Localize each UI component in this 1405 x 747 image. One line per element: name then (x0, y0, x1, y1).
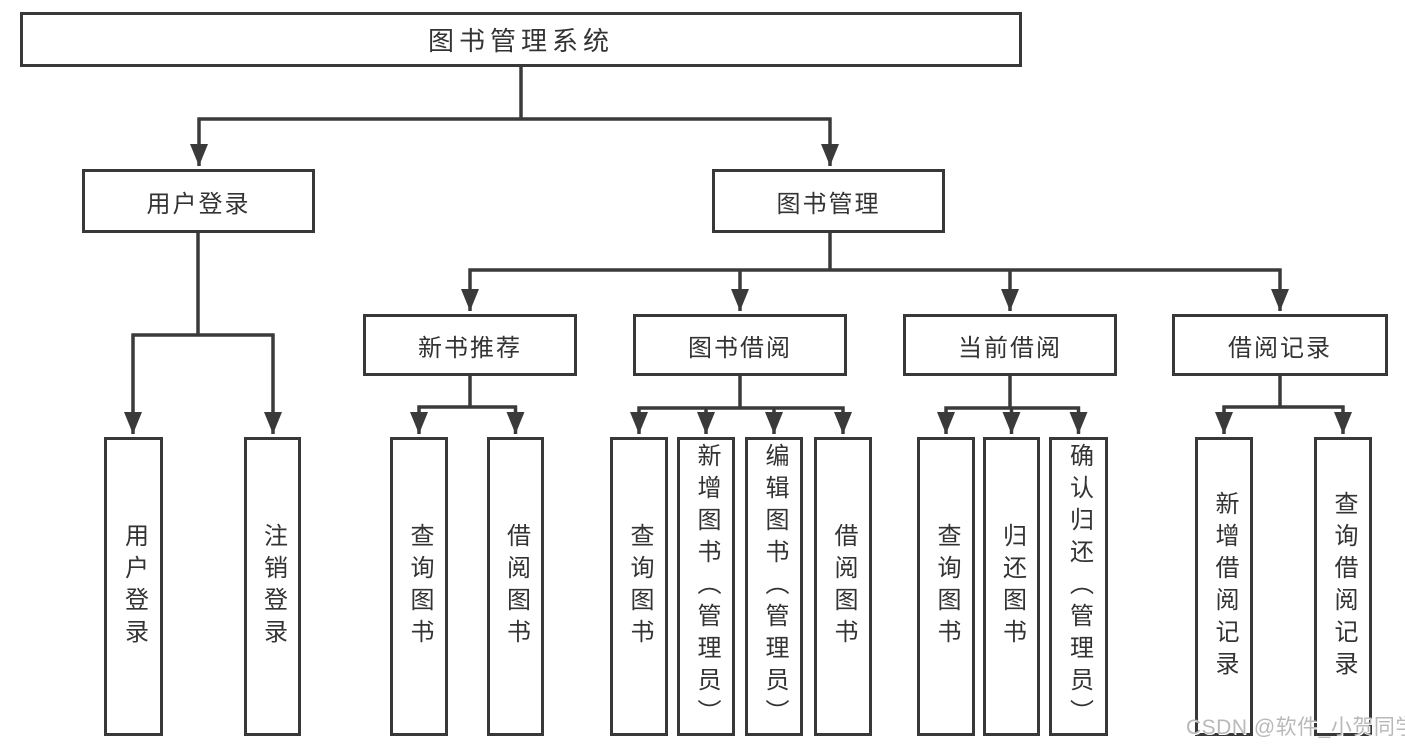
node-label: 图书管理系统 (427, 26, 614, 56)
leaf-user-login: 用户登录 (104, 437, 163, 736)
node-root-library-system: 图书管理系统 (20, 12, 1022, 67)
node-label: 用户登录 (146, 190, 251, 218)
leaf-query-borrow-record: 查询借阅记录 (1314, 437, 1372, 736)
node-label: 注销登录 (259, 522, 287, 651)
leaf-edit-book-admin: 编辑图书（管理员） (745, 437, 803, 736)
leaf-borrow-books-recommend: 借阅图书 (487, 437, 544, 736)
node-label: 当前借阅 (958, 334, 1062, 362)
node-book-management: 图书管理 (712, 169, 945, 233)
node-label: 查询借阅记录 (1330, 490, 1357, 683)
node-borrowing-records: 借阅记录 (1172, 314, 1388, 376)
node-current-borrowing: 当前借阅 (903, 314, 1117, 376)
leaf-logout: 注销登录 (244, 437, 301, 736)
node-new-book-recommend: 新书推荐 (363, 314, 577, 376)
leaf-query-books-current: 查询图书 (917, 437, 975, 736)
csdn-watermark: CSDN @软件_小贺同学 (1186, 716, 1405, 739)
node-label: 图书借阅 (688, 334, 792, 362)
leaf-query-books-recommend: 查询图书 (390, 437, 448, 736)
node-label: 借阅图书 (502, 522, 530, 651)
node-label: 归还图书 (998, 522, 1026, 651)
node-label: 用户登录 (120, 522, 148, 651)
node-label: 借阅图书 (830, 522, 857, 651)
node-label: 查询图书 (406, 522, 433, 651)
leaf-query-books-borrowing: 查询图书 (610, 437, 668, 736)
node-label: 新书推荐 (418, 334, 522, 362)
leaf-confirm-return-admin: 确认归还（管理员） (1049, 437, 1108, 736)
node-label: 新增借阅记录 (1211, 490, 1238, 683)
leaf-return-book: 归还图书 (983, 437, 1040, 736)
node-label: 确认归还（管理员） (1065, 442, 1093, 731)
node-book-borrowing: 图书借阅 (633, 314, 847, 376)
node-label: 编辑图书（管理员） (761, 442, 788, 731)
node-label: 查询图书 (933, 522, 960, 651)
leaf-add-book-admin: 新增图书（管理员） (677, 437, 735, 736)
node-user-login: 用户登录 (82, 169, 315, 233)
node-label: 借阅记录 (1228, 334, 1332, 362)
node-label: 新增图书（管理员） (693, 442, 720, 731)
node-label: 查询图书 (626, 522, 653, 651)
node-label: 图书管理 (776, 190, 881, 218)
leaf-borrow-books-borrowing: 借阅图书 (814, 437, 872, 736)
leaf-add-borrow-record: 新增借阅记录 (1195, 437, 1253, 736)
